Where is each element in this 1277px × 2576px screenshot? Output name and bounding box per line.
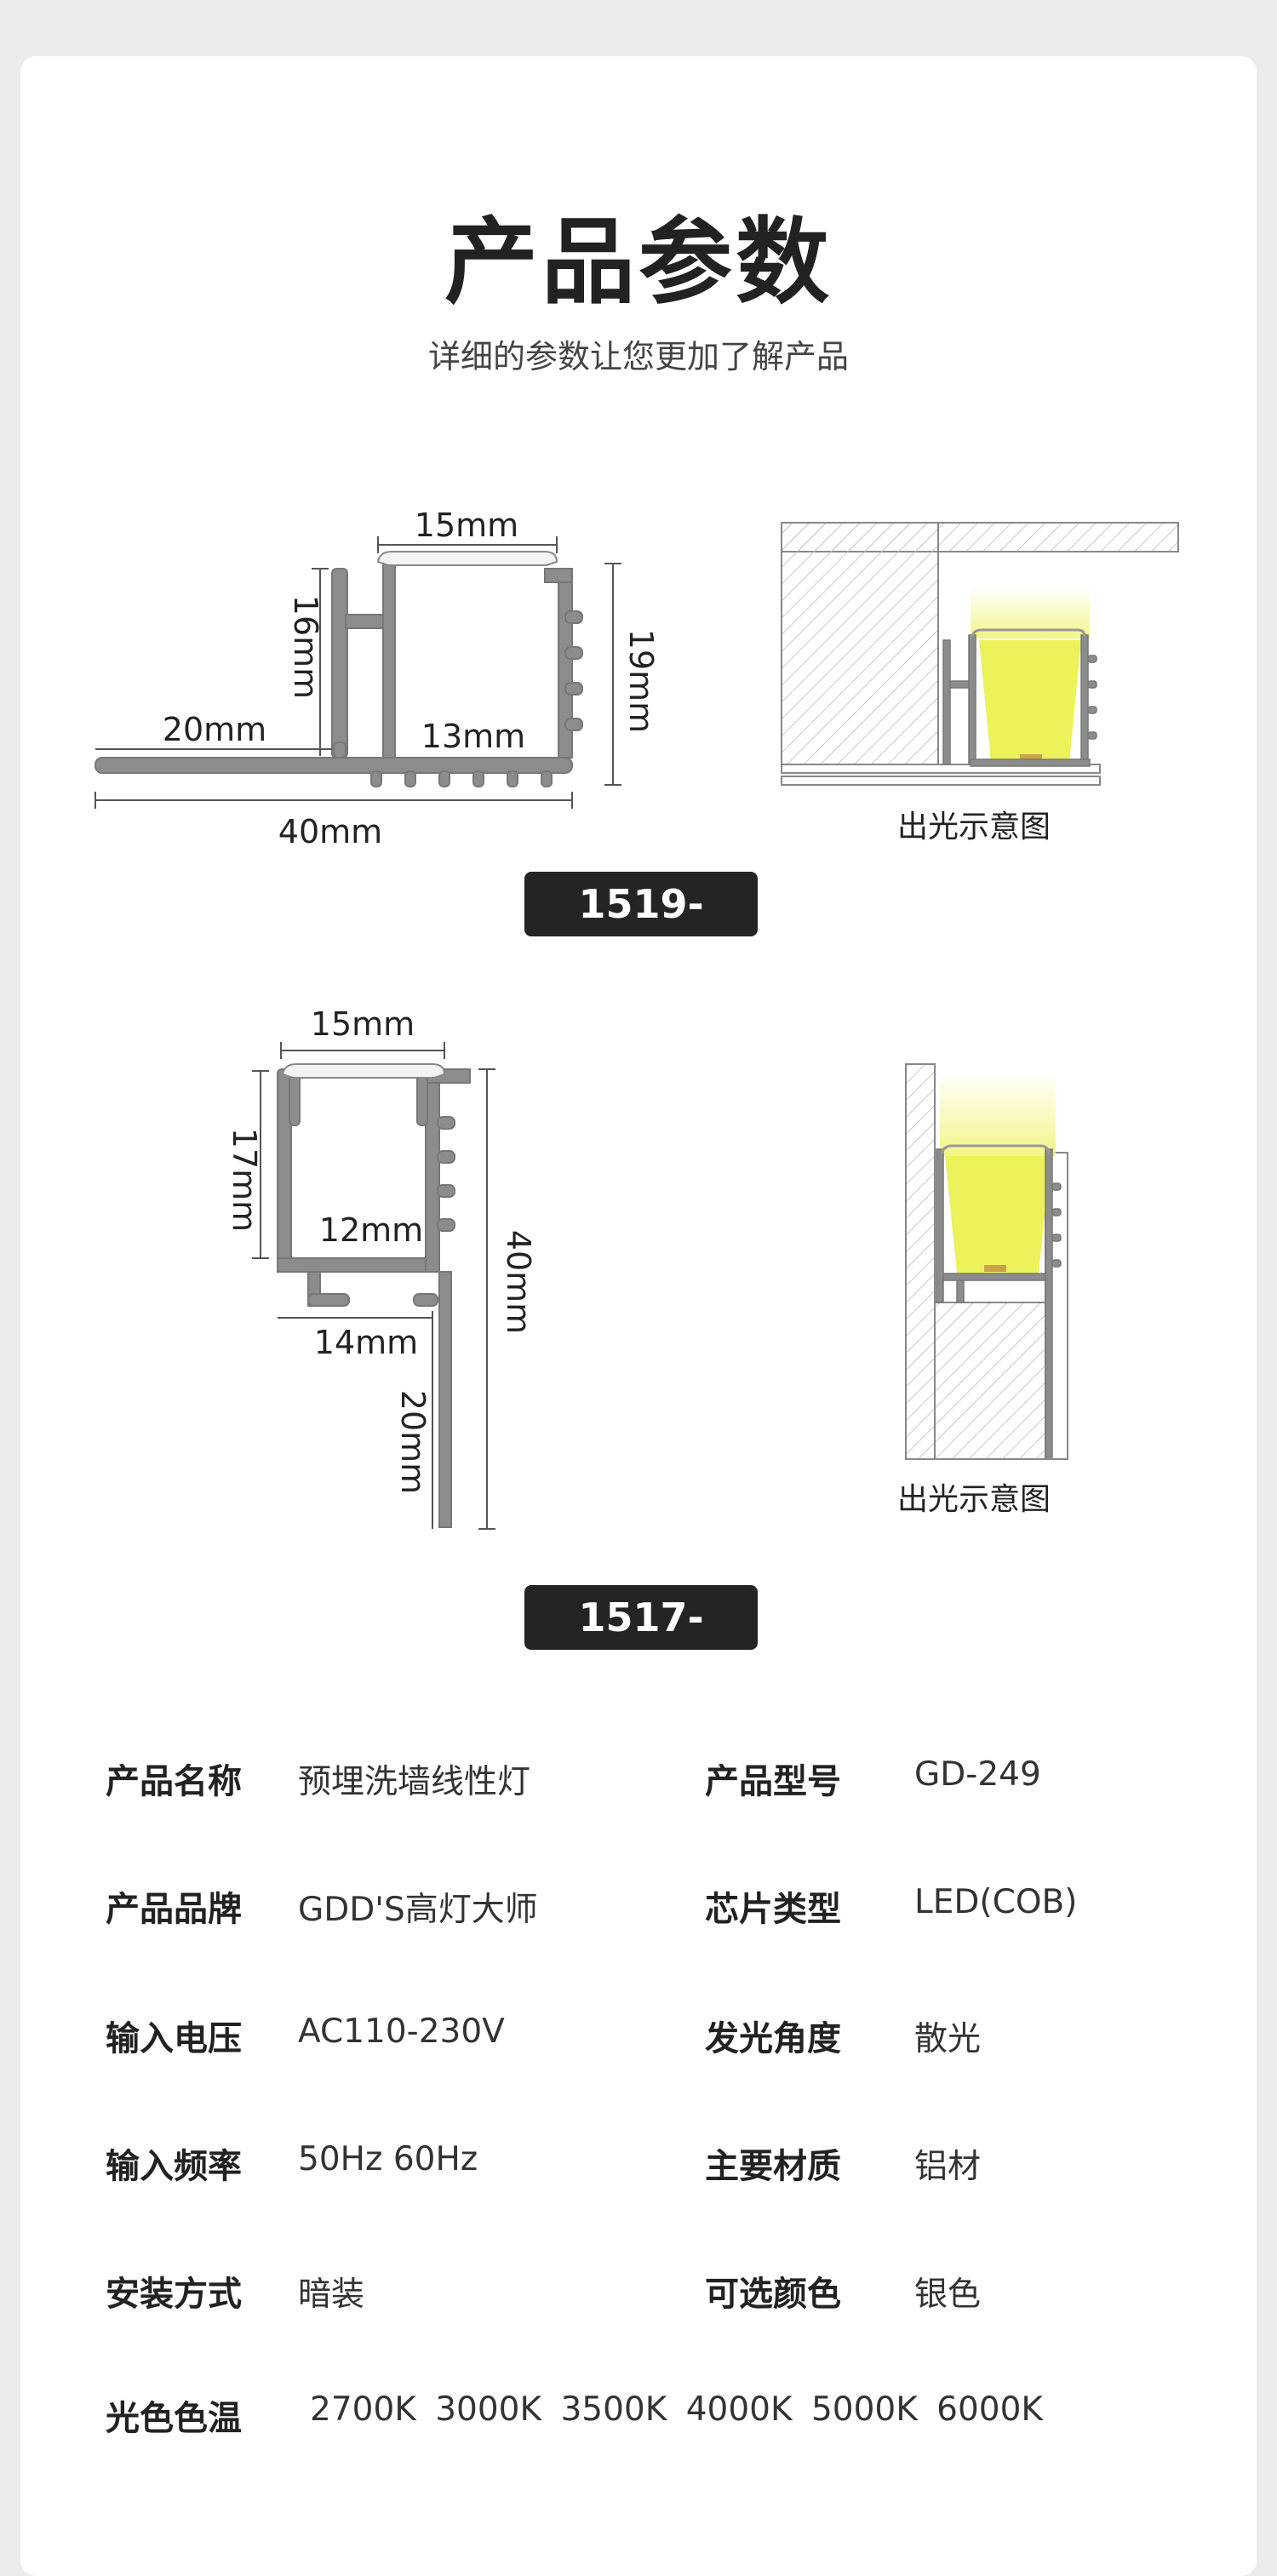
- dim-flange: 20mm: [163, 711, 266, 748]
- spec-label: 安装方式: [106, 2275, 242, 2314]
- light-caption-1: 出光示意图: [897, 810, 1051, 844]
- spec-value: 银色: [914, 2275, 982, 2314]
- spec-value: 散光: [914, 2020, 982, 2058]
- spec-value: LED(COB): [914, 1883, 1078, 1921]
- dim-left-height: 16mm: [287, 595, 324, 699]
- model-tag-1517: 1517-P1h款: [524, 1585, 758, 1705]
- spec-value: 暗装: [298, 2275, 365, 2314]
- spec-label: 芯片类型: [705, 1890, 841, 1929]
- dim-top-width: 15mm: [415, 507, 518, 544]
- color-temp-item: 6000K: [936, 2390, 1043, 2429]
- spec-value: 50Hz 60Hz: [298, 2140, 478, 2178]
- spec-label: 输入频率: [106, 2147, 242, 2186]
- dim-right-height: 19mm: [622, 629, 660, 733]
- light-caption-2: 出光示意图: [897, 1482, 1051, 1517]
- model-tag-1519: 1519-P1F款: [524, 872, 758, 992]
- color-temp-list: 2700K 3000K 3500K 4000K 5000K 6000K: [310, 2390, 1051, 2429]
- dim-inner-2: 12mm: [319, 1211, 423, 1249]
- spec-label: 产品型号: [705, 1762, 841, 1801]
- diffuser-cover-2: [281, 1063, 446, 1079]
- profile-1519-drawing: [94, 561, 583, 787]
- light-diagram-1517: [905, 1063, 1068, 1460]
- spec-label: 可选颜色: [705, 2275, 841, 2314]
- profile-1517-drawing: [277, 1068, 471, 1528]
- spec-label: 发光角度: [705, 2019, 841, 2058]
- spec-label: 产品品牌: [106, 1890, 242, 1929]
- dim-total-height-2: 40mm: [500, 1230, 537, 1334]
- spec-label: 主要材质: [705, 2147, 841, 2186]
- spec-label: 光色色温: [106, 2399, 242, 2438]
- page-title: 产品参数: [444, 208, 833, 317]
- dim-left-height-2: 17mm: [226, 1128, 263, 1232]
- light-diagram-1519: [781, 522, 1179, 786]
- color-temp-item: 2700K: [310, 2390, 416, 2429]
- color-temp-item: 4000K: [685, 2390, 793, 2429]
- dim-bottom-width-2: 14mm: [314, 1324, 418, 1361]
- profile-1517-dimensions: [252, 1042, 495, 1530]
- color-temp-item: 3000K: [435, 2390, 542, 2429]
- spec-value: 预埋洗墙线性灯: [298, 1763, 531, 1801]
- page-subtitle: 详细的参数让您更加了解产品: [427, 338, 849, 375]
- spec-label: 输入电压: [106, 2019, 242, 2058]
- spec-value: GDD'S高灯大师: [298, 1891, 538, 1929]
- dim-total: 40mm: [278, 813, 382, 850]
- color-temp-item: 3500K: [560, 2390, 667, 2429]
- color-temp-item: 5000K: [810, 2390, 918, 2429]
- profile-1519-dimensions: [94, 536, 621, 809]
- diffuser-cover: [376, 551, 558, 566]
- spec-label: 产品名称: [106, 1762, 242, 1801]
- dim-flange-2: 20mm: [394, 1390, 432, 1494]
- dim-inner: 13mm: [421, 718, 525, 755]
- product-diagrams: 15mm 16mm 19mm 20mm 13mm 40mm: [94, 507, 1179, 1530]
- dim-top-width-2: 15mm: [311, 1005, 415, 1043]
- spec-value: AC110-230V: [298, 2012, 505, 2051]
- spec-value: GD-249: [914, 1755, 1041, 1794]
- spec-value: 铝材: [914, 2148, 982, 2186]
